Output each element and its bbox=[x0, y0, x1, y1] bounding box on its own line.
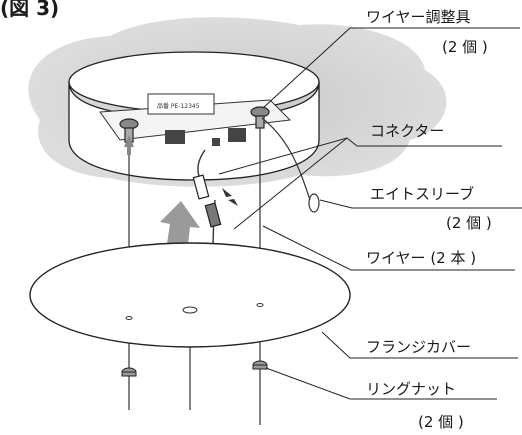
terminal-blocks bbox=[165, 128, 246, 146]
ring-nut-left bbox=[121, 367, 137, 377]
eight-sleeve-loop bbox=[261, 117, 311, 201]
ring-nut-right bbox=[252, 360, 268, 370]
connector-top bbox=[192, 174, 210, 200]
label-eight-sleeve-qty: (2 個 ) bbox=[446, 214, 492, 232]
label-wire-adjuster: ワイヤー調整具 bbox=[366, 8, 471, 26]
connector-bottom bbox=[204, 202, 222, 228]
flange-hole-right bbox=[256, 303, 264, 307]
eight-sleeve bbox=[308, 193, 320, 213]
label-flange-cover: フランジカバー bbox=[366, 338, 472, 356]
label-wire: ワイヤー (2 本 ) bbox=[366, 249, 477, 267]
flange-cover bbox=[29, 242, 351, 348]
small-up-arrow-icon bbox=[124, 135, 134, 155]
mount-plate bbox=[99, 93, 292, 141]
label-ring-nut: リングナット bbox=[366, 380, 457, 398]
label-connector: コネクター bbox=[370, 122, 445, 140]
big-up-arrow-icon bbox=[160, 201, 200, 253]
label-ring-nut-qty: (2 個 ) bbox=[418, 413, 464, 431]
figure-tag: (図 3) bbox=[0, 0, 60, 20]
label-wire-adjuster-qty: (2 個 ) bbox=[442, 38, 488, 56]
flange-hole-left bbox=[125, 316, 133, 320]
label-eight-sleeve: エイトスリーブ bbox=[370, 185, 475, 203]
product-marking: 品番 PE-12345 bbox=[157, 103, 200, 110]
leader-lines bbox=[218, 27, 522, 400]
connector-arrows bbox=[222, 188, 238, 206]
flange-center-hole bbox=[182, 306, 198, 314]
